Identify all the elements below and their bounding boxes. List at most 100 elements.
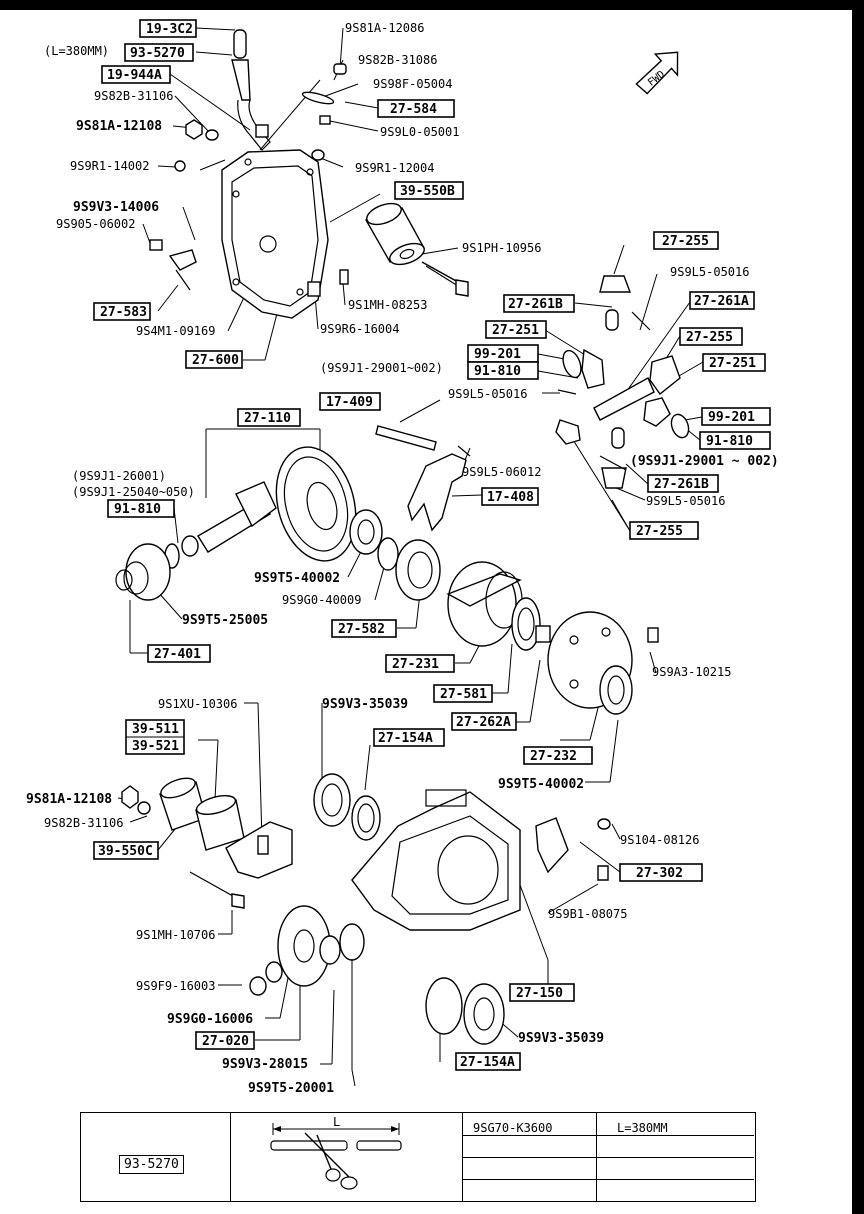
flange-drawing [535,611,633,715]
legend-dimension-label: L [333,1115,341,1129]
label-27-154a-a[interactable]: 27-154A [378,731,433,746]
label-9s9l0-05001[interactable]: 9S9L0-05001 [380,125,459,139]
legend-cell-model: 9SG70-K3600 [463,1113,597,1201]
label-27-261a[interactable]: 27-261A [694,294,749,309]
label-39-550b[interactable]: 39-550B [400,184,455,199]
carrier-housing-drawing [351,789,521,931]
legend-part-number[interactable]: 93-5270 [119,1155,184,1174]
label-9s9l5-05016-b[interactable]: 9S9L5-05016 [448,387,527,401]
label-9s81a-12108-top[interactable]: 9S81A-12108 [76,119,162,134]
label-9s98f-05004[interactable]: 9S98F-05004 [373,77,452,91]
legend-cell-illustration: L [231,1113,463,1201]
hose-cutting-illustration [270,1123,402,1190]
label-9s82b-31086[interactable]: 9S82B-31086 [358,53,437,67]
top-border [0,0,864,10]
label-9s9l5-05016-a[interactable]: 9S9L5-05016 [670,265,749,279]
breather-hose-drawing [231,29,271,151]
label-9s9l5-05016-c[interactable]: 9S9L5-05016 [646,494,725,508]
exploded-parts-diagram: FWD 19-3C2 (L=380MM) 93-5270 19-944A 9S8… [26,19,779,1096]
differential-gears-drawing [457,275,690,489]
label-9s9j1-25040-050[interactable]: (9S9J1-25040~050) [72,485,195,499]
label-9s9r1-14002[interactable]: 9S9R1-14002 [70,159,149,173]
label-27-231[interactable]: 27-231 [392,657,439,672]
label-27-261b-b[interactable]: 27-261B [654,477,709,492]
mount-bushing-drawing [364,202,425,266]
label-9s905-06002[interactable]: 9S905-06002 [56,217,135,231]
label-9s1xu-10306[interactable]: 9S1XU-10306 [158,697,237,711]
label-9s9g0-40009[interactable]: 9S9G0-40009 [282,593,361,607]
label-17-409[interactable]: 17-409 [326,395,373,410]
differential-case-drawing [446,561,541,651]
label-9s9r6-16004[interactable]: 9S9R6-16004 [320,322,399,336]
label-27-582[interactable]: 27-582 [338,622,385,637]
ring-gear-drawing [275,446,357,562]
label-9s9j1-29001-002-a[interactable]: (9S9J1-29001~002) [320,361,443,375]
label-9s9v3-35039-b[interactable]: 9S9V3-35039 [518,1031,604,1046]
label-9s1ph-10956[interactable]: 9S1PH-10956 [462,241,541,255]
legend-model-code[interactable]: 9SG70-K3600 [473,1121,553,1135]
label-27-600[interactable]: 27-600 [192,353,239,368]
label-93-5270[interactable]: 93-5270 [130,46,185,61]
label-39-511[interactable]: 39-511 [132,722,179,737]
label-27-302[interactable]: 27-302 [636,866,683,881]
label-9s9v3-14006[interactable]: 9S9V3-14006 [73,200,159,215]
label-9s9l5-06012[interactable]: 9S9L5-06012 [462,465,541,479]
legend-cell-part: 93-5270 [81,1113,231,1201]
label-27-261b-a[interactable]: 27-261B [508,297,563,312]
label-27-020[interactable]: 27-020 [202,1034,249,1049]
label-27-584[interactable]: 27-584 [390,102,437,117]
label-27-255-c[interactable]: 27-255 [636,524,683,539]
label-27-251-b[interactable]: 27-251 [709,356,756,371]
label-91-810-a[interactable]: 91-810 [474,364,521,379]
part-drawings [115,29,690,1045]
nut-drawing [185,119,203,140]
label-27-251-a[interactable]: 27-251 [492,323,539,338]
label-91-810-b[interactable]: 91-810 [706,434,753,449]
label-99-201-a[interactable]: 99-201 [474,347,521,362]
lower-nut-drawing [121,785,139,809]
part-labels: 19-3C2 (L=380MM) 93-5270 19-944A 9S82B-3… [26,19,779,1096]
label-9s9f9-16003[interactable]: 9S9F9-16003 [136,979,215,993]
label-9s82b-31106-bottom[interactable]: 9S82B-31106 [44,816,123,830]
label-27-255-b[interactable]: 27-255 [686,330,733,345]
label-27-581[interactable]: 27-581 [440,687,487,702]
legend-cell-spec: L=380MM [597,1113,754,1201]
label-9s9j1-29001-002-b[interactable]: (9S9J1-29001 ~ 002) [630,454,779,469]
forward-direction-arrow: FWD [635,51,679,95]
label-39-550c[interactable]: 39-550C [98,844,153,859]
label-27-401[interactable]: 27-401 [154,647,201,662]
label-9s9j1-26001[interactable]: (9S9J1-26001) [72,469,166,483]
label-19-3c2[interactable]: 19-3C2 [146,22,193,37]
label-39-521[interactable]: 39-521 [132,739,179,754]
label-9s81a-12108-bottom[interactable]: 9S81A-12108 [26,792,112,807]
label-17-408[interactable]: 17-408 [487,490,534,505]
label-9s82b-31106-top[interactable]: 9S82B-31106 [94,89,173,103]
label-9s4m1-09169[interactable]: 9S4M1-09169 [136,324,215,338]
label-9s1mh-10706[interactable]: 9S1MH-10706 [136,928,215,942]
label-9s9v3-35039-a[interactable]: 9S9V3-35039 [322,697,408,712]
label-27-232[interactable]: 27-232 [530,749,577,764]
label-9s9a3-10215[interactable]: 9S9A3-10215 [652,665,731,679]
label-27-583[interactable]: 27-583 [100,305,147,320]
right-border [852,0,864,1214]
label-19-944a[interactable]: 19-944A [107,68,162,83]
label-27-154a-b[interactable]: 27-154A [460,1055,515,1070]
label-9s9t5-25005[interactable]: 9S9T5-25005 [182,613,268,628]
label-9s9g0-16006[interactable]: 9S9G0-16006 [167,1012,253,1027]
label-27-150[interactable]: 27-150 [516,986,563,1001]
label-9s9b1-08075[interactable]: 9S9B1-08075 [548,907,627,921]
label-9s9t5-40002-a[interactable]: 9S9T5-40002 [254,571,340,586]
label-27-262a[interactable]: 27-262A [456,715,511,730]
label-9s81a-12086[interactable]: 9S81A-12086 [345,21,424,35]
label-9s104-08126[interactable]: 9S104-08126 [620,833,699,847]
label-27-110[interactable]: 27-110 [244,411,291,426]
label-99-201-b[interactable]: 99-201 [708,410,755,425]
legend-table: 93-5270 L 9SG70-K3600 L=380MM [80,1112,756,1202]
label-9s9t5-20001[interactable]: 9S9T5-20001 [248,1081,334,1096]
label-9s9t5-40002-b[interactable]: 9S9T5-40002 [498,777,584,792]
label-27-255-a[interactable]: 27-255 [662,234,709,249]
label-91-810-c[interactable]: 91-810 [114,502,161,517]
label-9s1mh-08253[interactable]: 9S1MH-08253 [348,298,427,312]
label-9s9r1-12004[interactable]: 9S9R1-12004 [355,161,434,175]
label-9s9v3-28015[interactable]: 9S9V3-28015 [222,1057,308,1072]
